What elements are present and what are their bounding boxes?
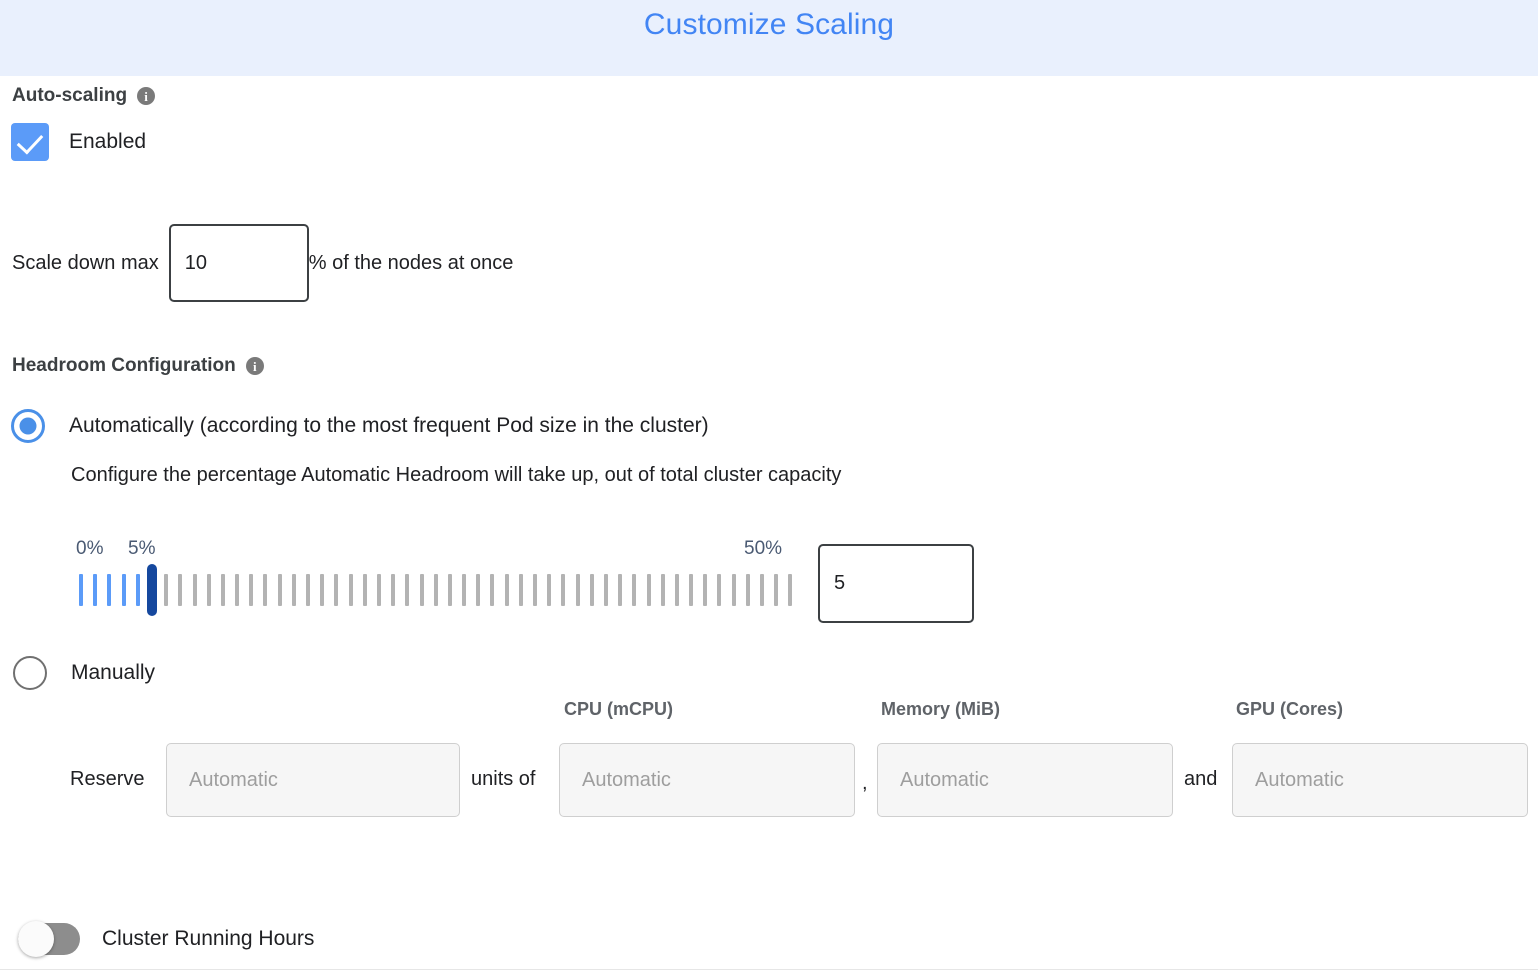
slider-tick[interactable] (320, 574, 325, 606)
slider-tick[interactable] (490, 574, 495, 606)
headroom-option-automatic[interactable]: Automatically (according to the most fre… (11, 409, 709, 443)
scale-down-max-suffix: % of the nodes at once (308, 251, 514, 274)
panel-header: Customize Scaling (0, 0, 1538, 76)
slider-tick[interactable] (93, 574, 98, 606)
slider-tick[interactable] (405, 574, 410, 606)
slider-tick[interactable] (220, 574, 225, 606)
headroom-automatic-description: Configure the percentage Automatic Headr… (71, 464, 842, 486)
slider-tick[interactable] (433, 574, 438, 606)
slider-tick[interactable] (192, 574, 197, 606)
headroom-option-manually[interactable]: Manually (13, 656, 155, 690)
slider-tick[interactable] (348, 574, 353, 606)
slider-tick[interactable] (788, 574, 793, 606)
slider-tick[interactable] (206, 574, 211, 606)
cluster-running-hours-toggle[interactable] (18, 921, 80, 957)
slider-tick[interactable] (107, 574, 112, 606)
headroom-automatic-radio[interactable] (11, 409, 45, 443)
auto-scaling-section-heading: Auto-scaling i (12, 85, 156, 107)
auto-scaling-enabled-row[interactable]: Enabled (11, 123, 146, 161)
slider-tick[interactable] (646, 574, 651, 606)
slider-tick[interactable] (476, 574, 481, 606)
reserve-gpu-input[interactable] (1232, 743, 1528, 817)
slider-tick[interactable] (277, 574, 282, 606)
slider-tick[interactable] (674, 574, 679, 606)
slider-tick[interactable] (391, 574, 396, 606)
reserve-cpu-input[interactable] (559, 743, 855, 817)
and-label: and (1184, 768, 1218, 790)
headroom-percentage-slider[interactable] (79, 564, 804, 616)
headroom-automatic-label: Automatically (according to the most fre… (69, 414, 709, 437)
slider-tick[interactable] (135, 574, 140, 606)
headroom-percentage-input[interactable] (818, 544, 974, 623)
headroom-section-heading: Headroom Configuration i (12, 355, 264, 377)
slider-tick[interactable] (334, 574, 339, 606)
slider-tick[interactable] (249, 574, 254, 606)
slider-track[interactable] (79, 572, 803, 608)
slider-tick[interactable] (589, 574, 594, 606)
slider-tick[interactable] (164, 574, 169, 606)
toggle-knob (18, 921, 54, 957)
headroom-manually-radio[interactable] (13, 656, 47, 690)
headroom-manually-label: Manually (71, 661, 156, 684)
slider-tick[interactable] (362, 574, 367, 606)
reserve-memory-input[interactable] (877, 743, 1173, 817)
slider-tick[interactable] (717, 574, 722, 606)
scale-down-max-row: Scale down max % of the nodes at once (12, 224, 513, 302)
slider-min-label: 0% (76, 538, 104, 559)
auto-scaling-title: Auto-scaling (12, 85, 128, 106)
cluster-running-hours-row[interactable]: Cluster Running Hours (18, 921, 315, 957)
slider-tick[interactable] (79, 574, 83, 606)
slider-tick[interactable] (447, 574, 452, 606)
scale-down-max-input[interactable] (168, 224, 309, 302)
info-icon[interactable]: i (137, 87, 156, 105)
slider-tick[interactable] (618, 574, 623, 606)
page-title: Customize Scaling (643, 8, 895, 41)
slider-tick[interactable] (518, 574, 523, 606)
comma-separator: , (862, 772, 868, 794)
slider-tick[interactable] (603, 574, 608, 606)
slider-tick[interactable] (263, 574, 268, 606)
slider-tick[interactable] (419, 574, 424, 606)
column-header-cpu: CPU (mCPU) (564, 699, 674, 719)
slider-tick[interactable] (547, 574, 552, 606)
slider-tick[interactable] (760, 574, 764, 606)
slider-tick[interactable] (731, 574, 736, 606)
auto-scaling-enabled-label: Enabled (69, 130, 147, 153)
slider-tick[interactable] (121, 574, 126, 606)
slider-tick[interactable] (533, 574, 537, 606)
scale-down-max-label: Scale down max (12, 251, 159, 274)
units-of-label: units of (471, 768, 536, 790)
slider-thumb[interactable] (147, 564, 157, 616)
column-header-gpu: GPU (Cores) (1236, 699, 1344, 719)
slider-tick[interactable] (306, 574, 310, 606)
slider-max-label: 50% (744, 538, 783, 559)
slider-tick[interactable] (745, 574, 750, 606)
slider-tick[interactable] (774, 574, 779, 606)
reserve-units-input[interactable] (166, 743, 460, 817)
slider-tick[interactable] (504, 574, 509, 606)
slider-tick[interactable] (703, 574, 708, 606)
slider-tick[interactable] (178, 574, 183, 606)
slider-tick[interactable] (632, 574, 637, 606)
slider-tick[interactable] (660, 574, 665, 606)
auto-scaling-enabled-checkbox[interactable] (11, 123, 49, 161)
slider-tick[interactable] (235, 574, 240, 606)
cluster-running-hours-label: Cluster Running Hours (102, 927, 315, 950)
slider-tick[interactable] (376, 574, 381, 606)
info-icon[interactable]: i (245, 357, 264, 375)
reserve-label: Reserve (70, 768, 145, 790)
slider-tick[interactable] (561, 574, 566, 606)
slider-value-label: 5% (128, 538, 156, 559)
slider-tick[interactable] (689, 574, 694, 606)
column-header-memory: Memory (MiB) (881, 699, 1001, 719)
slider-tick[interactable] (462, 574, 467, 606)
headroom-title: Headroom Configuration (12, 355, 236, 376)
slider-tick[interactable] (575, 574, 580, 606)
slider-tick[interactable] (291, 574, 296, 606)
